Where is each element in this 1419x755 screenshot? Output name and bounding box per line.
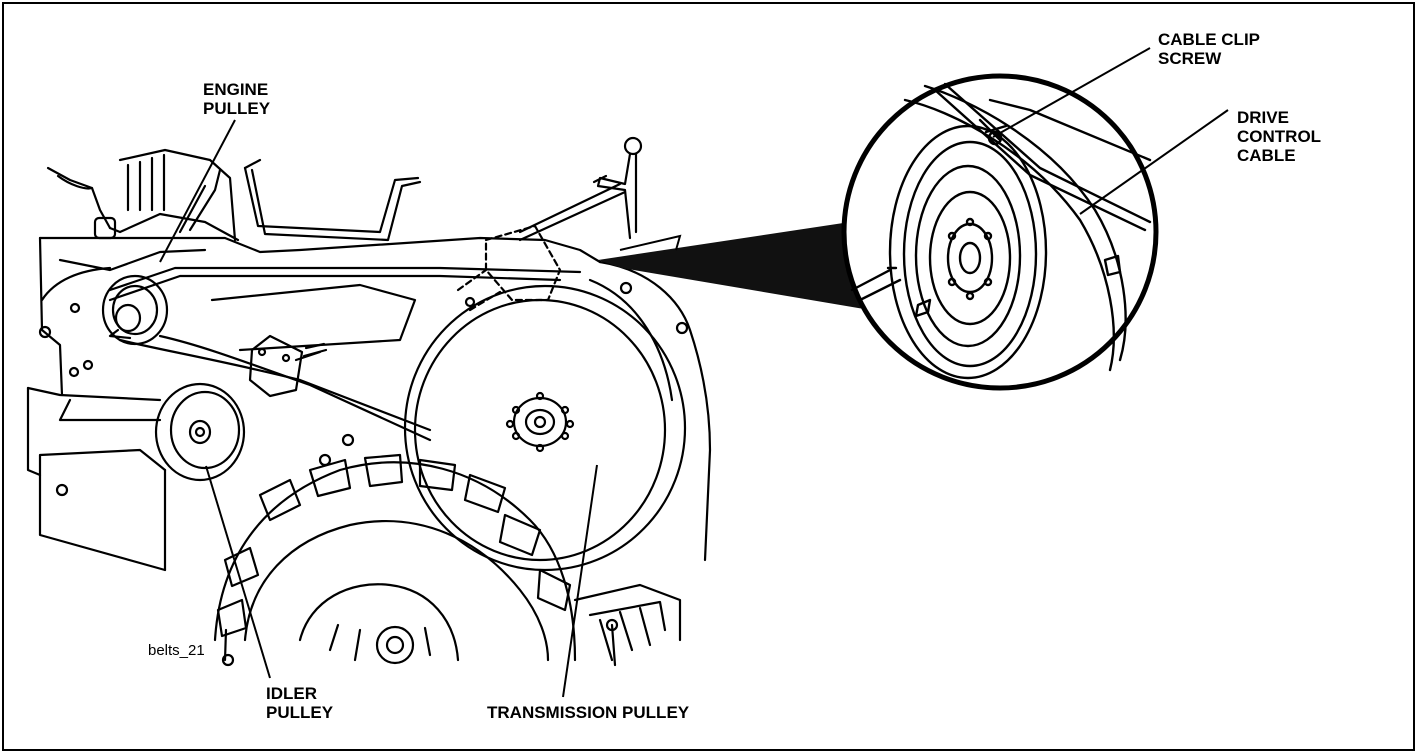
leader-transmission-pulley [562, 464, 598, 698]
engine-block [46, 148, 240, 242]
tire [213, 453, 577, 667]
drive-belt [108, 266, 582, 442]
label-drive-control-cable-line2: CONTROL [1237, 127, 1322, 146]
label-cable-clip-screw: CABLE CLIP SCREW [1158, 30, 1260, 68]
label-drive-control-cable-line3: CABLE [1237, 146, 1296, 165]
bolts [82, 296, 476, 467]
idler-pulley [154, 382, 246, 482]
label-drive-control-cable: DRIVE CONTROL CABLE [1237, 108, 1321, 165]
label-cable-clip-screw-line1: CABLE CLIP [1158, 30, 1260, 49]
frame-tubes [243, 136, 643, 242]
magnified-inset [841, 73, 1159, 391]
label-idler-pulley-line1: IDLER [266, 684, 317, 703]
label-idler-pulley-line2: PULLEY [266, 703, 334, 722]
label-engine-pulley-line2: PULLEY [203, 99, 271, 118]
label-idler-pulley: IDLER PULLEY [266, 684, 333, 722]
label-engine-pulley: ENGINE PULLEY [203, 80, 270, 118]
idler-bracket [210, 283, 417, 398]
label-engine-pulley-line1: ENGINE [203, 80, 269, 99]
lower-frame [26, 366, 167, 572]
label-cable-clip-screw-line2: SCREW [1158, 49, 1222, 68]
leader-engine-pulley [159, 119, 236, 263]
magnifier-wedge [598, 222, 870, 310]
label-transmission-pulley: TRANSMISSION PULLEY [487, 703, 690, 722]
engine-pulley [101, 168, 222, 346]
tine-housing [573, 583, 682, 667]
leader-lines [159, 47, 1229, 698]
transmission-pulley [403, 284, 687, 572]
leader-cable-clip-screw [992, 47, 1151, 138]
belt-guard [38, 236, 712, 562]
leader-idler-pulley [205, 465, 271, 679]
label-drive-control-cable-line1: DRIVE [1237, 108, 1289, 127]
figure-id-label: belts_21 [148, 642, 205, 659]
leader-drive-control-cable [1079, 109, 1229, 215]
